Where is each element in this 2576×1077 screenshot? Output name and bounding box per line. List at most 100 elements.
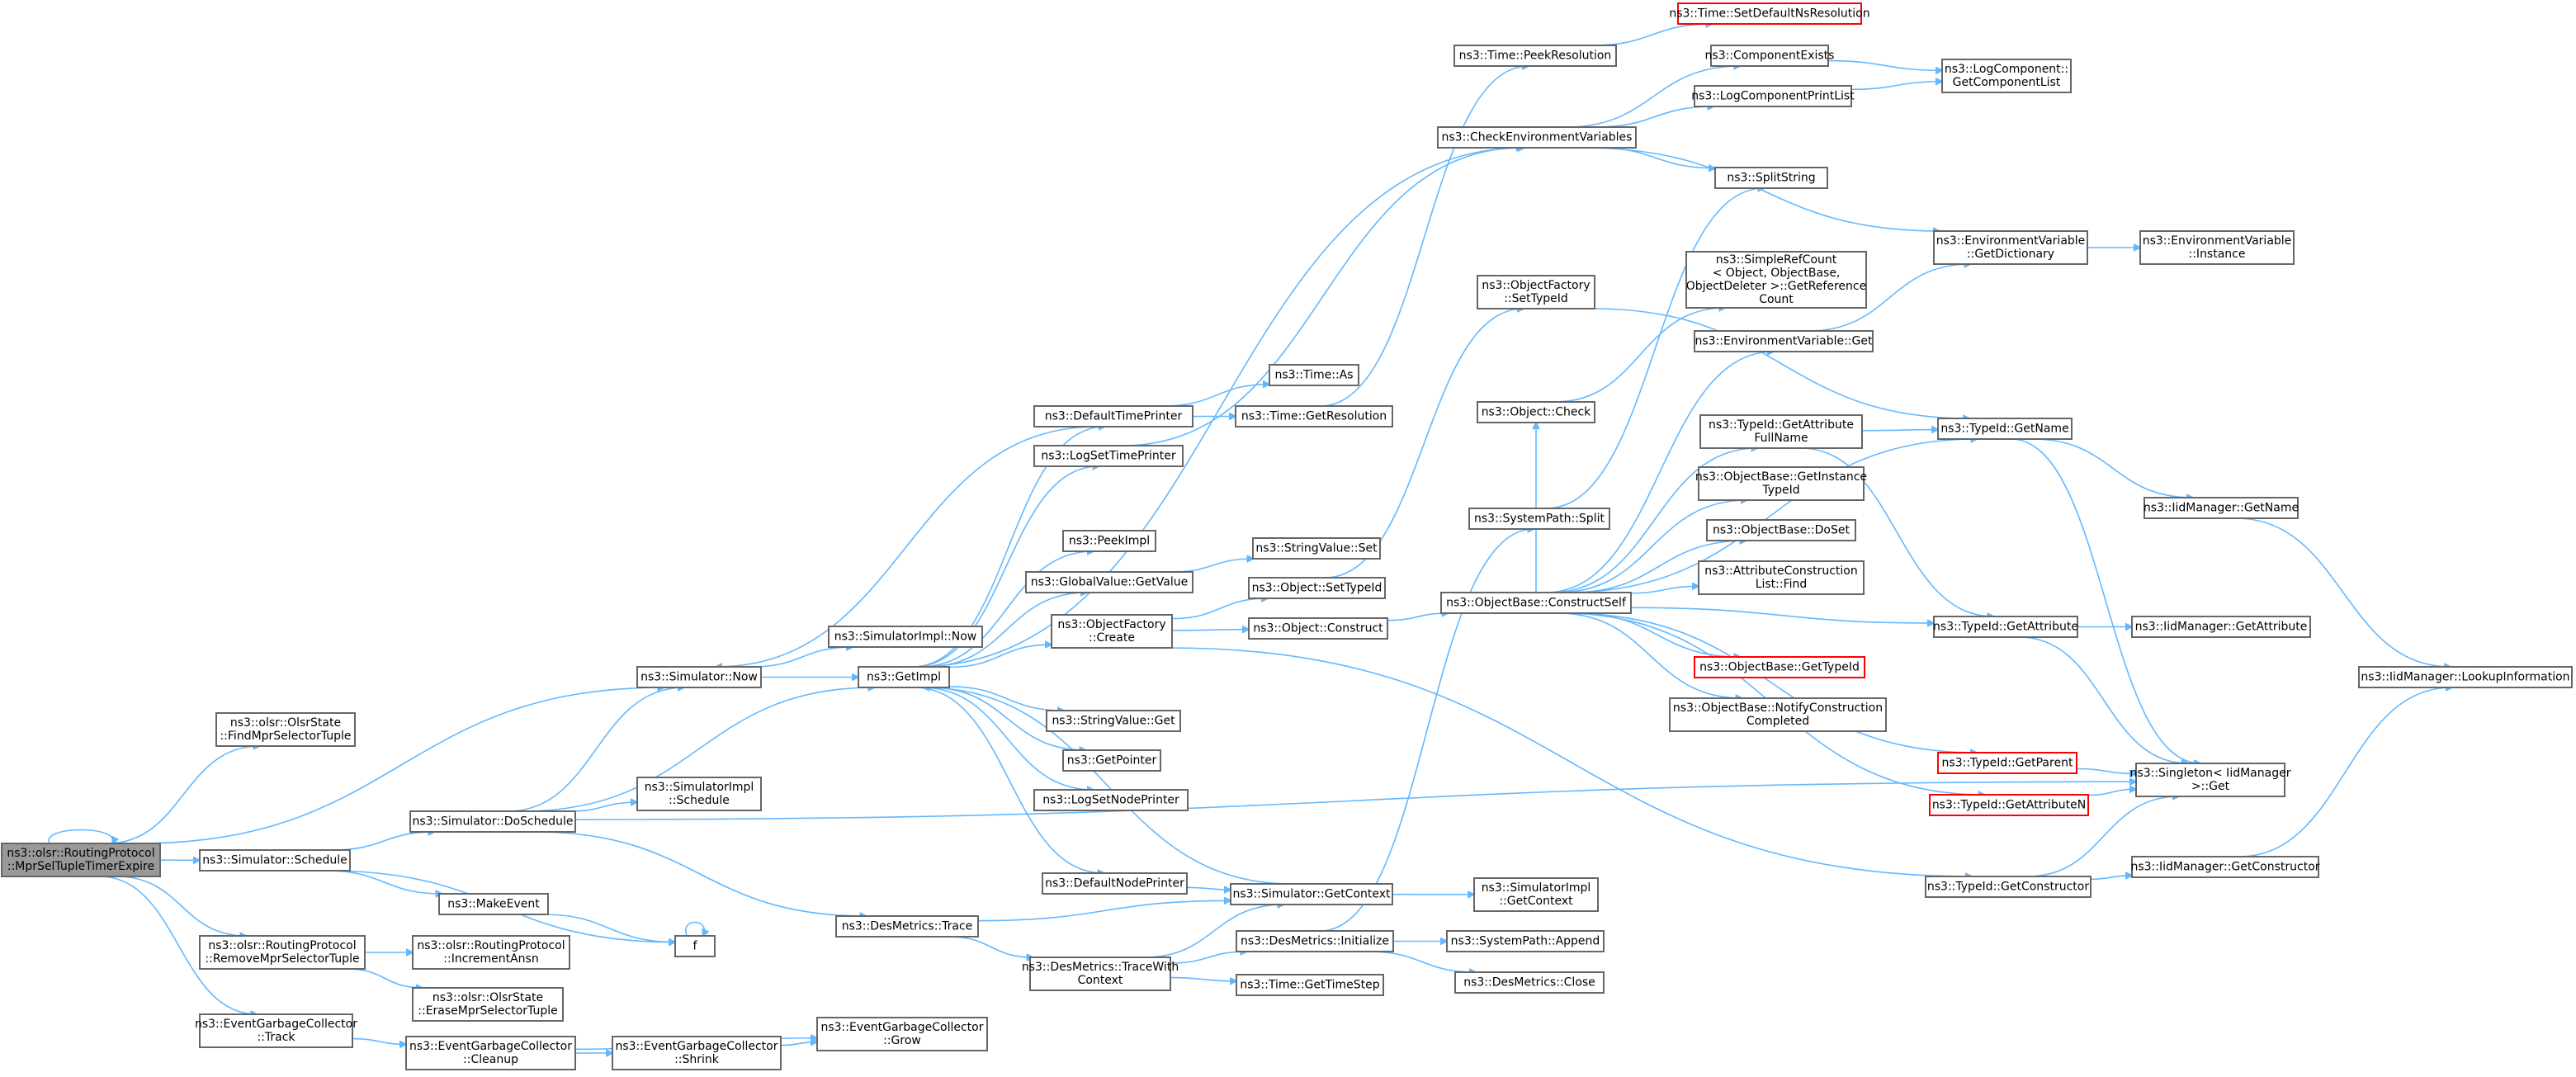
node-box[interactable] (2144, 497, 2299, 519)
node-box[interactable] (1230, 883, 1393, 905)
node-box[interactable] (1941, 59, 2072, 93)
node-splitstring[interactable]: ns3::SplitString (1714, 167, 1828, 189)
node-box[interactable] (1453, 45, 1617, 67)
node-box[interactable] (2358, 666, 2573, 688)
node-box[interactable] (835, 915, 979, 938)
node-box[interactable] (1925, 876, 2092, 898)
node-iidgetname[interactable]: ns3::IidManager::GetName (2144, 497, 2299, 519)
node-box[interactable] (1694, 85, 1852, 107)
node-grow[interactable]: ns3::EventGarbageCollector::Grow (816, 1017, 988, 1051)
node-box[interactable] (1699, 414, 1863, 449)
node-box[interactable] (1062, 749, 1161, 772)
node-spappend[interactable]: ns3::SystemPath::Append (1446, 930, 1605, 952)
node-getpointer[interactable]: ns3::GetPointer (1062, 749, 1161, 772)
node-ofcreate[interactable]: ns3::ObjectFactory::Create (1051, 614, 1173, 649)
node-box[interactable] (1685, 251, 1867, 309)
node-svset[interactable]: ns3::StringValue::Set (1252, 537, 1381, 560)
node-setdefaultns[interactable]: ns3::Time::SetDefaultNsResolution (1669, 2, 1870, 25)
node-box[interactable] (1706, 519, 1856, 541)
node-box[interactable] (412, 987, 564, 1022)
node-objsettypeid[interactable]: ns3::Object::SetTypeId (1248, 577, 1386, 599)
node-box[interactable] (1236, 930, 1394, 952)
node-simimplsched[interactable]: ns3::SimulatorImpl::Schedule (636, 777, 762, 811)
node-erase[interactable]: ns3::olsr::OlsrState::EraseMprSelectorTu… (412, 987, 564, 1022)
node-doschedule[interactable]: ns3::Simulator::DoSchedule (409, 810, 576, 833)
node-envinstance[interactable]: ns3::EnvironmentVariable::Instance (2139, 230, 2295, 265)
node-box[interactable] (1252, 537, 1381, 560)
node-box[interactable] (1269, 364, 1359, 386)
node-logsetnodeprinter[interactable]: ns3::LogSetNodePrinter (1033, 789, 1189, 811)
node-box[interactable] (612, 1036, 782, 1070)
node-box[interactable] (1248, 617, 1388, 640)
node-box[interactable] (1236, 974, 1384, 996)
node-dmtrace[interactable]: ns3::DesMetrics::Trace (835, 915, 979, 938)
node-obdoset[interactable]: ns3::ObjectBase::DoSet (1706, 519, 1856, 541)
node-box[interactable] (1714, 167, 1828, 189)
node-box[interactable] (1062, 530, 1156, 552)
node-logcompgetlist[interactable]: ns3::LogComponent::GetComponentList (1941, 59, 2072, 93)
node-box[interactable] (1473, 877, 1599, 912)
node-box[interactable] (1051, 614, 1173, 649)
node-iidgetattr[interactable]: ns3::IidManager::GetAttribute (2131, 616, 2311, 638)
node-peekres[interactable]: ns3::Time::PeekResolution (1453, 45, 1617, 67)
node-box[interactable] (1933, 616, 2078, 638)
node-tidgetparent[interactable]: ns3::TypeId::GetParent (1937, 752, 2077, 774)
node-singletonget[interactable]: ns3::Singleton< IidManager>::Get (2130, 763, 2291, 797)
node-simimplnow[interactable]: ns3::SimulatorImpl::Now (828, 626, 983, 648)
node-box[interactable] (816, 1017, 988, 1051)
node-box[interactable] (1248, 577, 1386, 599)
node-box[interactable] (2139, 230, 2295, 265)
node-obgettypeid[interactable]: ns3::ObjectBase::GetTypeId (1694, 656, 1865, 678)
node-ofsettypeid[interactable]: ns3::ObjectFactory::SetTypeId (1477, 275, 1595, 309)
node-shrink[interactable]: ns3::EventGarbageCollector::Shrink (612, 1036, 782, 1070)
node-box[interactable] (1033, 445, 1184, 467)
node-getcontext[interactable]: ns3::Simulator::GetContext (1230, 883, 1393, 905)
node-box[interactable] (1029, 957, 1171, 991)
node-box[interactable] (1033, 789, 1189, 811)
node-obnotify[interactable]: ns3::ObjectBase::NotifyConstructionCompl… (1669, 697, 1887, 732)
node-box[interactable] (636, 666, 762, 688)
node-box[interactable] (1033, 405, 1193, 427)
node-remove[interactable]: ns3::olsr::RoutingProtocol::RemoveMprSel… (199, 935, 366, 970)
node-defaulttimeprinter[interactable]: ns3::DefaultTimePrinter (1033, 405, 1193, 427)
node-logsettimeprinter[interactable]: ns3::LogSetTimePrinter (1033, 445, 1184, 467)
node-box[interactable] (1477, 275, 1595, 309)
node-box[interactable] (828, 626, 983, 648)
node-now[interactable]: ns3::Simulator::Now (636, 666, 762, 688)
node-box[interactable] (2131, 856, 2319, 878)
node-dmclose[interactable]: ns3::DesMetrics::Close (1454, 971, 1605, 994)
node-svget[interactable]: ns3::StringValue::Get (1046, 710, 1181, 732)
node-tidgetname[interactable]: ns3::TypeId::GetName (1937, 418, 2073, 440)
node-envgetdict[interactable]: ns3::EnvironmentVariable::GetDictionary (1933, 230, 2088, 265)
node-box[interactable] (674, 935, 716, 957)
node-box[interactable] (405, 1036, 576, 1070)
node-gvgetvalue[interactable]: ns3::GlobalValue::GetValue (1025, 571, 1193, 593)
node-timeas[interactable]: ns3::Time::As (1269, 364, 1359, 386)
node-box[interactable] (1937, 752, 2077, 774)
node-box[interactable] (215, 712, 356, 747)
node-logcompprint[interactable]: ns3::LogComponentPrintList (1691, 85, 1855, 107)
node-box[interactable] (1669, 697, 1887, 732)
node-box[interactable] (1454, 971, 1605, 994)
node-find[interactable]: ns3::olsr::OlsrState::FindMprSelectorTup… (215, 712, 356, 747)
node-box[interactable] (1937, 418, 2073, 440)
node-box[interactable] (1, 843, 161, 877)
node-box[interactable] (1929, 794, 2089, 816)
node-box[interactable] (1440, 592, 1632, 614)
node-tidgetctor[interactable]: ns3::TypeId::GetConstructor (1925, 876, 2092, 898)
node-box[interactable] (1694, 330, 1874, 352)
node-envget[interactable]: ns3::EnvironmentVariable::Get (1694, 330, 1874, 352)
node-obconstructself[interactable]: ns3::ObjectBase::ConstructSelf (1440, 592, 1632, 614)
node-schedule[interactable]: ns3::Simulator::Schedule (199, 849, 351, 872)
node-box[interactable] (199, 849, 351, 872)
node-getresolution[interactable]: ns3::Time::GetResolution (1235, 405, 1393, 427)
node-box[interactable] (1677, 2, 1862, 25)
node-iidlookup[interactable]: ns3::IidManager::LookupInformation (2358, 666, 2573, 688)
node-box[interactable] (636, 777, 762, 811)
node-box[interactable] (1477, 401, 1595, 423)
node-dminit[interactable]: ns3::DesMetrics::Initialize (1236, 930, 1394, 952)
